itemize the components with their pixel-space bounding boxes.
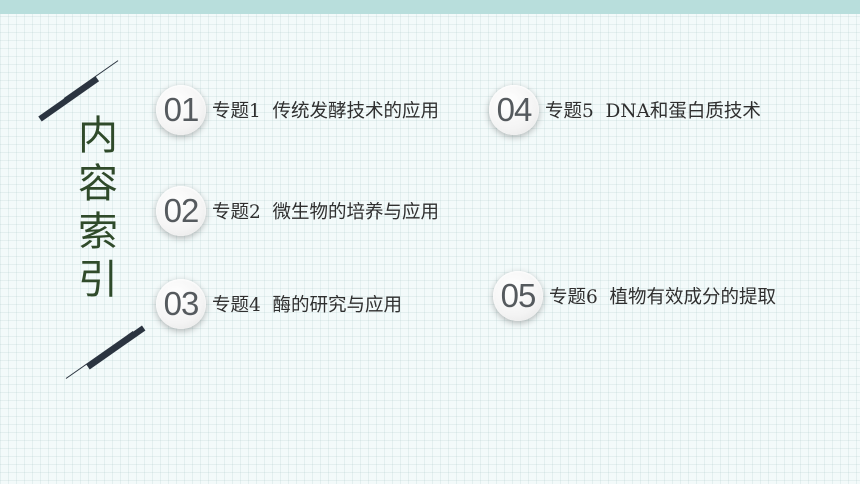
decor-line-bottom-thick (86, 325, 146, 370)
decor-line-top-thin (63, 60, 119, 99)
section-title-contents-index: 内容索引 (78, 113, 118, 303)
topic-number-badge: 02 (156, 186, 206, 236)
topic-number-badge: 04 (489, 85, 539, 135)
top-banner (0, 0, 860, 14)
topic-label: 专题4 酶的研究与应用 (212, 295, 403, 316)
topic-item-05[interactable]: 05 专题6 植物有效成分的提取 (493, 268, 776, 324)
topic-number-badge: 03 (156, 279, 206, 329)
topic-label: 专题2 微生物的培养与应用 (212, 202, 440, 223)
topic-item-01[interactable]: 01 专题1 传统发酵技术的应用 (156, 82, 439, 138)
topic-item-02[interactable]: 02 专题2 微生物的培养与应用 (156, 183, 439, 239)
topic-label: 专题6 植物有效成分的提取 (549, 287, 777, 308)
topic-label: 专题1 传统发酵技术的应用 (212, 101, 440, 122)
topic-number-badge: 05 (493, 271, 543, 321)
topic-label: 专题5 DNA和蛋白质技术 (545, 101, 761, 122)
topic-number-badge: 01 (156, 85, 206, 135)
decor-line-bottom-thin (65, 331, 134, 379)
topic-item-04[interactable]: 04 专题5 DNA和蛋白质技术 (489, 82, 761, 138)
topic-item-03[interactable]: 03 专题4 酶的研究与应用 (156, 276, 402, 332)
